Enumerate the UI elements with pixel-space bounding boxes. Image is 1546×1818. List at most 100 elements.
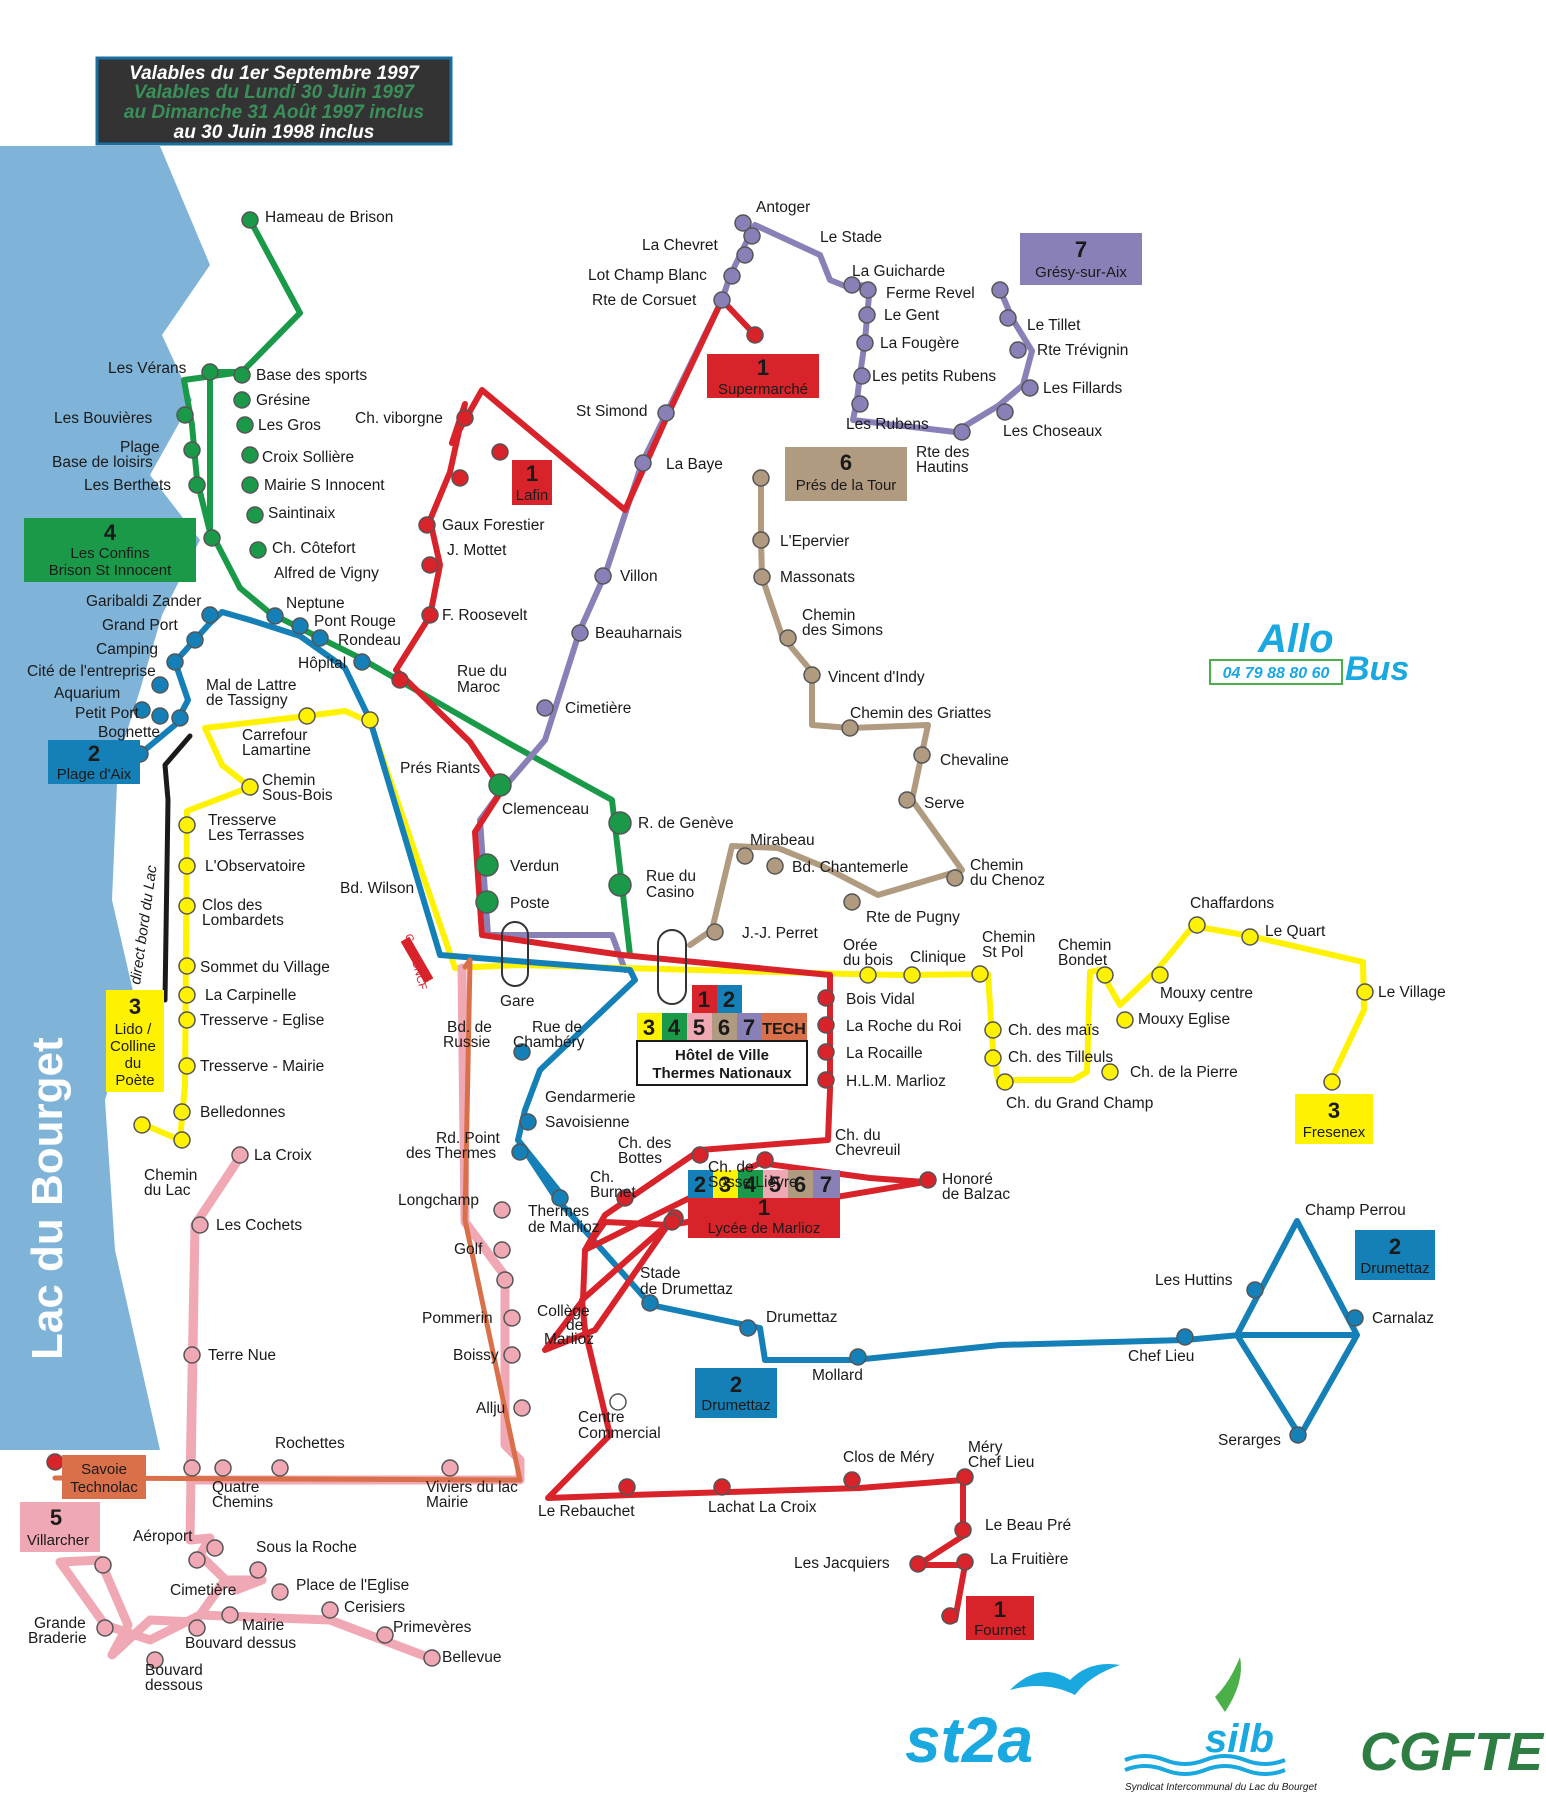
stop-dot [231,1146,249,1164]
stop-dot [779,629,797,647]
stop-label: Ferme Revel [886,285,975,302]
stop-label-b: Sous-Bois [262,787,333,804]
stop-dot [551,1189,569,1207]
st2a-text: st2a [905,1704,1033,1776]
hub-line: TECH [762,1021,806,1038]
stop-dot [451,469,469,487]
stop-dot [991,281,1009,299]
validity-line2: Valables du Lundi 30 Juin 1997 [134,82,416,103]
stop-label: Tresserve - Mairie [200,1058,324,1075]
stop-dot [634,454,652,472]
stop-label: Rondeau [338,632,401,649]
stop-label: St Simond [576,403,648,420]
stop-dot [571,624,589,642]
terminal-num: 5 [50,1505,62,1530]
stop-dot [271,1459,289,1477]
stop-dot [241,476,259,494]
stop-label: Bd. Chantemerle [792,859,908,876]
stop-label: Allju [476,1400,505,1417]
terminal-name-b: Technolac [70,1479,138,1496]
stop-label-a: Stade [640,1265,681,1282]
stop-label-a: Chemin [982,929,1035,946]
stop-label-a: Collège [537,1303,590,1320]
routes [52,217,1367,1663]
stop-label-b: Russie [443,1034,490,1051]
stop-label: Ch. du Grand Champ [1006,1095,1153,1112]
lycee-line: 6 [794,1172,806,1197]
stop-label: Beauharnais [595,625,682,642]
stop-label: Terre Nue [208,1347,276,1364]
stop-label-b: des Thermes [406,1145,496,1162]
stop-label: Grand Port [102,617,179,634]
terminal-num: 7 [1075,237,1087,262]
stop-dot [421,606,439,624]
stop-label: Le Rebauchet [538,1503,635,1520]
stop-dot [475,853,499,877]
st2a-logo: st2a [905,1664,1120,1776]
stop-dot [511,1143,529,1161]
stop-dot [201,606,219,624]
hub-name-a: Hôtel de Ville [675,1047,769,1064]
stop-label: Pont Rouge [314,613,396,630]
stop-label: Saintinaix [268,505,335,522]
stop-dot [706,923,724,941]
terminal-savoie-technolac: Savoie Technolac [62,1455,146,1499]
validity-line4: au 30 Juin 1998 inclus [174,122,375,143]
terminal-num: 3 [129,994,141,1019]
stop-dot [421,556,439,574]
silb-logo: silb Syndicat Intercommunal du Lac du Bo… [1124,1657,1318,1793]
stop-dot [843,1471,861,1489]
stop-label: Savoisienne [545,1114,629,1131]
stop-label: La Fougère [880,335,959,352]
route-line-7 [477,297,725,973]
stop-dot [946,869,964,887]
terminal-boxes: 1 Supermarché 1 Lafin 1 Fournet 1 Lycée … [20,233,1435,1640]
stop-dot [1021,379,1039,397]
terminal-6-pres: 6 Prés de la Tour [785,447,907,501]
route-direct-lac [162,733,193,1003]
stop-dot [178,857,196,875]
terminal-name: Villarcher [27,1532,89,1549]
stop-dot [513,1043,531,1061]
stop-dot [1096,966,1114,984]
stop-label: Camping [96,641,158,658]
hub-name-b: Thermes Nationaux [652,1065,792,1082]
stop-label: Tresserve - Eglise [200,1012,324,1029]
terminal-5-villarcher: 5 Villarcher [20,1502,100,1552]
stop-dot [739,1319,757,1337]
stop-label: Sommet du Village [200,959,330,976]
stop-dot [1323,1073,1341,1091]
stop-label: J. Mottet [447,542,507,559]
terminal-num: 3 [1328,1098,1340,1123]
stop-label: Golf [454,1241,483,1258]
stop-dot [496,1271,514,1289]
stop-label-b: dessous [145,1677,203,1694]
stop-dot [691,1146,709,1164]
stop-label: F. Roosevelt [442,607,528,624]
stop-dot [418,516,436,534]
stop-label: La Rocaille [846,1045,923,1062]
stop-dot [201,363,219,381]
stop-label: Gendarmerie [545,1089,635,1106]
stop-label: Le Stade [820,229,882,246]
route-line-1 [393,297,968,1623]
direct-bord-label: direct bord du Lac [127,864,161,986]
lycee-line: 3 [719,1172,731,1197]
stop-label-b: Chevreuil [835,1142,900,1159]
stop-label: Primevères [393,1619,472,1636]
stop-dot [1246,1281,1264,1299]
terminal-name: Lafin [516,487,549,504]
stop-label-a: Quatre [212,1479,259,1496]
terminal-2-plage: 2 Plage d'Aix [48,740,140,784]
stop-dot [752,531,770,549]
stop-label-b: de Drumettaz [640,1281,733,1298]
stop-dot [913,746,931,764]
stop-label: Mairie S Innocent [264,477,385,494]
hub-line: 6 [718,1015,730,1040]
stop-label: Les Choseaux [1003,423,1102,440]
stop-dot [183,1459,201,1477]
stop-label-a: Ch. de [708,1159,754,1176]
stop-dot [178,897,196,915]
stop-label: Cerisiers [344,1599,405,1616]
terminal-name: Grésy-sur-Aix [1035,264,1127,281]
